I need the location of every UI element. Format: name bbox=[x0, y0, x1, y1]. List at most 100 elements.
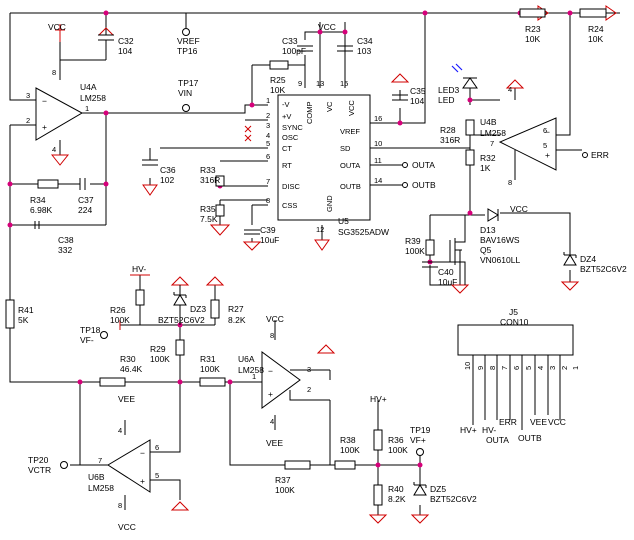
net-vee: VEE bbox=[118, 394, 135, 404]
pin-label: 4 bbox=[52, 145, 56, 154]
j5-ref: J5 bbox=[509, 307, 518, 317]
j5-pin-7: 7 bbox=[500, 366, 509, 370]
u5-pin-vcc: VCC bbox=[347, 100, 356, 116]
j5-signal-hv-minus: HV- bbox=[482, 425, 496, 435]
u6a-ref: U6A bbox=[238, 354, 255, 364]
ic-u5: -V +V SYNC OSC CT RT DISC CSS VREF SD OU… bbox=[244, 79, 389, 237]
r40-value: 8.2K bbox=[388, 494, 406, 504]
u4a-value: LM258 bbox=[80, 93, 106, 103]
net-vee: VEE bbox=[266, 438, 283, 448]
u4b-ref: U4B bbox=[480, 117, 497, 127]
c38-ref: C38 bbox=[58, 235, 74, 245]
pin-label: 3 bbox=[26, 91, 30, 100]
r37-value: 100K bbox=[275, 485, 295, 495]
pin-label: 1 bbox=[252, 372, 256, 381]
u6b-ref: U6B bbox=[88, 472, 105, 482]
r39-value: 100K bbox=[405, 246, 425, 256]
pin-label: 6 bbox=[266, 152, 270, 161]
r31-ref: R31 bbox=[200, 354, 216, 364]
c35-ref: C35 bbox=[410, 86, 426, 96]
c36-ref: C36 bbox=[160, 165, 176, 175]
u5-pin-outb: OUTB bbox=[340, 182, 361, 191]
c34-ref: C34 bbox=[357, 36, 373, 46]
net-hv-minus: HV- bbox=[132, 264, 146, 274]
pin-label: 12 bbox=[316, 225, 324, 234]
svg-text:+: + bbox=[268, 389, 273, 399]
c40-ref: C40 bbox=[438, 267, 454, 277]
j5-pin-8: 8 bbox=[488, 366, 497, 370]
d13-ref: D13 bbox=[480, 225, 496, 235]
j5-signal-hv-plus: HV+ bbox=[460, 425, 477, 435]
tp16-ref: TP16 bbox=[177, 46, 198, 56]
j5-pin-9: 9 bbox=[476, 366, 485, 370]
r30-value: 46.4K bbox=[120, 364, 143, 374]
opamp-u6a: − + U6A LM258 3 2 1 8 4 bbox=[238, 331, 311, 426]
tp18-ref: TP18 bbox=[80, 325, 101, 335]
connector-labels: 10 9 8 7 6 5 4 3 2 1 HV+ HV- OUTA ERR OU… bbox=[460, 362, 580, 445]
svg-text:+: + bbox=[545, 150, 550, 160]
u5-pin-sync: SYNC bbox=[282, 123, 303, 132]
dz5-value: BZT52C6V2 bbox=[430, 494, 477, 504]
svg-text:+: + bbox=[140, 476, 145, 486]
opamp-u4b: − + U4B LM258 6 5 7 4 8 bbox=[480, 85, 557, 187]
pin-label: 8 bbox=[270, 331, 274, 340]
c38-value: 332 bbox=[58, 245, 72, 255]
j5-pin-6: 6 bbox=[512, 366, 521, 370]
resistors bbox=[5, 8, 607, 506]
r29-value: 100K bbox=[150, 354, 170, 364]
tp19-net: VF+ bbox=[410, 435, 426, 445]
r38-ref: R38 bbox=[340, 435, 356, 445]
pin-label: 8 bbox=[52, 68, 56, 77]
net-vcc: VCC bbox=[318, 22, 336, 32]
r33-value: 316R bbox=[200, 175, 220, 185]
u5-pin-vref: VREF bbox=[340, 127, 360, 136]
pin-label: 4 bbox=[266, 131, 270, 140]
u6b-value: LM258 bbox=[88, 483, 114, 493]
net-outb: OUTB bbox=[412, 180, 436, 190]
r33-ref: R33 bbox=[200, 165, 216, 175]
pin-label: 13 bbox=[316, 79, 324, 88]
pin-label: 16 bbox=[374, 114, 382, 123]
svg-text:−: − bbox=[545, 127, 550, 137]
pin-label: 6 bbox=[543, 126, 547, 135]
r26-value: 100K bbox=[110, 315, 130, 325]
c35-value: 104 bbox=[410, 96, 424, 106]
r28-value: 316R bbox=[440, 135, 460, 145]
tp17-ref: TP17 bbox=[178, 78, 199, 88]
pin-label: 1 bbox=[85, 104, 89, 113]
pin-label: 6 bbox=[155, 443, 159, 452]
r23-ref: R23 bbox=[525, 24, 541, 34]
pin-label: 2 bbox=[307, 385, 311, 394]
pin-label: 4 bbox=[508, 85, 512, 94]
c32-ref: C32 bbox=[118, 36, 134, 46]
net-err: ERR bbox=[591, 150, 609, 160]
svg-text:+: + bbox=[42, 122, 47, 132]
net-ports bbox=[402, 152, 588, 188]
c33-value: 100pF bbox=[282, 46, 306, 56]
r35-ref: R35 bbox=[200, 204, 216, 214]
pin-label: 5 bbox=[266, 139, 270, 148]
u4a-ref: U4A bbox=[80, 82, 97, 92]
pin-label: 8 bbox=[118, 501, 122, 510]
u5-pin-outa: OUTA bbox=[340, 161, 360, 170]
j5-pin-1: 1 bbox=[571, 366, 580, 370]
pin-label: 4 bbox=[270, 417, 274, 426]
r24-ref: R24 bbox=[588, 24, 604, 34]
u4b-value: LM258 bbox=[480, 128, 506, 138]
r38-value: 100K bbox=[340, 445, 360, 455]
c40-value: 10uF bbox=[438, 277, 457, 287]
net-outa: OUTA bbox=[412, 160, 435, 170]
r25-value: 10K bbox=[270, 85, 285, 95]
r30-ref: R30 bbox=[120, 354, 136, 364]
pin-label: 1 bbox=[266, 96, 270, 105]
r31-value: 100K bbox=[200, 364, 220, 374]
r36-ref: R36 bbox=[388, 435, 404, 445]
u5-pin-osc: OSC bbox=[282, 133, 299, 142]
pin-label: 15 bbox=[340, 79, 348, 88]
u5-pin-gnd: GND bbox=[325, 195, 334, 212]
r27-value: 8.2K bbox=[228, 315, 246, 325]
tp20-net: VCTR bbox=[28, 465, 51, 475]
r32-ref: R32 bbox=[480, 153, 496, 163]
pin-label: 2 bbox=[26, 116, 30, 125]
